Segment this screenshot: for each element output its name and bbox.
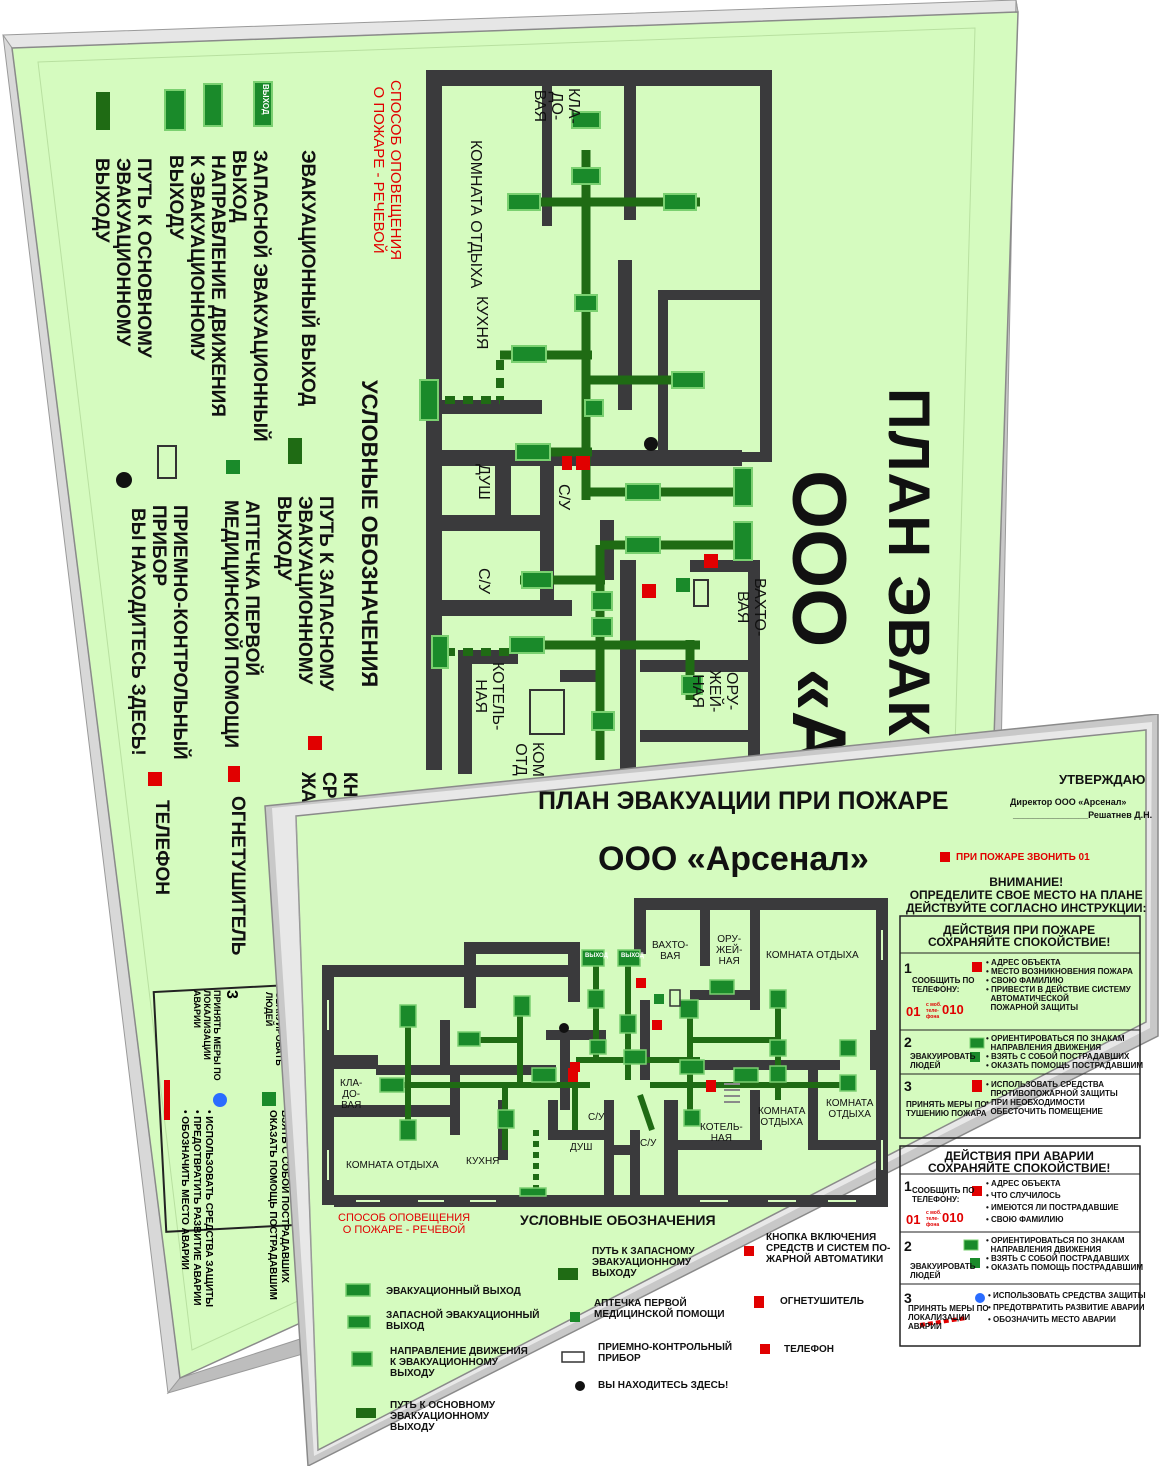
legend-main-path: ПУТЬ К ОСНОВНОМУ ЭВАКУАЦИОННОМУ ВЫХОДУ — [390, 1400, 496, 1433]
legend-exit: ЭВАКУАЦИОННЫЙ ВЫХОД — [386, 1286, 521, 1297]
back-signs — [419, 111, 753, 735]
room-komnata-top: КОМНАТА ОТДЫХА — [766, 950, 859, 961]
room-su1: С/У — [588, 1112, 605, 1123]
room-kladovaya: КЛА- ДО- ВАЯ — [340, 1078, 363, 1111]
room-oruzheynaya: ОРУ- ЖЕЙ- НАЯ — [716, 934, 743, 967]
room-su2: С/У — [640, 1138, 657, 1149]
legend-you-are-here: ВЫ НАХОДИТЕСЬ ЗДЕСЬ! — [598, 1380, 729, 1391]
director-name: _______________Решатнев Д.Н. — [1013, 810, 1153, 820]
accident-step1-label: СООБЩИТЬ ПО ТЕЛЕФОНУ: — [912, 1186, 975, 1204]
accident-num-01: 01 — [906, 1212, 921, 1227]
front-title-line2: ООО «Арсенал» — [598, 840, 869, 878]
fire-num-010: 010 — [942, 1002, 964, 1017]
front-plate-frame — [264, 714, 1159, 1466]
legend-phone: ТЕЛЕФОН — [784, 1344, 834, 1355]
legend-first-aid: АПТЕЧКА ПЕРВОЙ МЕДИЦИНСКОЙ ПОМОЩИ — [594, 1298, 725, 1320]
front-title-line1: ПЛАН ЭВАКУАЦИИ ПРИ ПОЖАРЕ — [538, 787, 949, 815]
fire-step1-number: 1 — [904, 960, 912, 976]
back-spare-route — [445, 360, 510, 656]
room-komnata-b2: КОМНАТА ОТДЫХА — [826, 1098, 874, 1120]
front-exit-label-2: ВЫХОД — [621, 953, 644, 959]
fire-step3-label: ПРИНЯТЬ МЕРЫ ПО ТУШЕНИЮ ПОЖАРА — [906, 1100, 987, 1118]
call-fire-text: ПРИ ПОЖАРЕ ЗВОНИТЬ 01 — [956, 852, 1090, 863]
accident-step1-items: • АДРЕС ОБЪЕКТА • ЧТО СЛУЧИЛОСЬ • ИМЕЮТС… — [986, 1179, 1119, 1224]
legend-control: ПРИЕМНО-КОНТРОЛЬНЫЙ ПРИБОР — [598, 1342, 733, 1364]
accident-box-heading: ДЕЙСТВИЯ ПРИ АВАРИИ СОХРАНЯЙТЕ СПОКОЙСТВ… — [928, 1149, 1111, 1175]
attention-text: ВНИМАНИЕ! ОПРЕДЕЛИТЕ СВОЕ МЕСТО НА ПЛАНЕ… — [906, 875, 1147, 915]
accident-step3-number: 3 — [904, 1290, 912, 1306]
accident-num-mob: с моб. теле- фона — [926, 1210, 942, 1228]
accident-step3-label: ПРИНЯТЬ МЕРЫ ПО ЛОКАЛИЗАЦИИ АВАРИИ — [908, 1304, 989, 1331]
fire-step2-number: 2 — [904, 1034, 912, 1050]
room-komnata-bl: КОМНАТА ОТДЫХА — [346, 1160, 439, 1171]
front-legend-icons — [345, 852, 950, 1418]
front-exit-label-1: ВЫХОД — [585, 953, 608, 959]
accident-step2-number: 2 — [904, 1238, 912, 1254]
back-legend-icons — [96, 81, 322, 786]
front-signs — [379, 949, 857, 1197]
fire-step1-items: • АДРЕС ОБЪЕКТА • МЕСТО ВОЗНИКНОВЕНИЯ ПО… — [986, 958, 1133, 1012]
accident-step2-items: • ОРИЕНТИРОВАТЬСЯ ПО ЗНАКАМ НАПРАВЛЕНИЯ … — [986, 1236, 1143, 1272]
approve-label: УТВЕРЖДАЮ — [1059, 772, 1146, 787]
room-kukhnya: КУХНЯ — [466, 1156, 500, 1167]
front-legend-heading: УСЛОВНЫЕ ОБОЗНАЧЕНИЯ — [520, 1212, 716, 1228]
legend-spare-exit: ЗАПАСНОЙ ЭВАКУАЦИОННЫЙ ВЫХОД — [386, 1310, 540, 1332]
front-stairs — [724, 1083, 740, 1103]
room-komnata-b1: КОМНАТА ОТДЫХА — [758, 1106, 806, 1128]
legend-direction: НАПРАВЛЕНИЕ ДВИЖЕНИЯ К ЭВАКУАЦИОННОМУ ВЫ… — [390, 1346, 528, 1379]
accident-step3-items: • ИСПОЛЬЗОВАТЬ СРЕДСТВА ЗАЩИТЫ • ПРЕДОТВ… — [988, 1291, 1146, 1324]
front-floor-plan — [322, 898, 888, 1207]
fire-num-01: 01 — [906, 1004, 921, 1019]
director-label: Директор ООО «Арсенал» — [1010, 797, 1127, 807]
accident-step2-label: ЭВАКУИРОВАТЬ ЛЮДЕЙ — [910, 1262, 976, 1280]
fire-step3-items: • ИСПОЛЬЗОВАТЬ СРЕДСТВА ПРОТИВОПОЖАРНОЙ … — [986, 1080, 1118, 1116]
accident-num-010: 010 — [942, 1210, 964, 1225]
fire-step3-number: 3 — [904, 1078, 912, 1094]
accident-step1-number: 1 — [904, 1178, 912, 1194]
front-red-signs — [568, 978, 716, 1092]
fire-box-heading: ДЕЙСТВИЯ ПРИ ПОЖАРЕ СОХРАНЯЙТЕ СПОКОЙСТВ… — [928, 923, 1111, 949]
fire-step1-label: СООБЩИТЬ ПО ТЕЛЕФОНУ: — [912, 976, 975, 994]
room-dush: ДУШ — [570, 1142, 593, 1153]
room-vakhtovaya: ВАХТО- ВАЯ — [652, 940, 689, 962]
room-kotelnaya: КОТЕЛЬ- НАЯ — [700, 1122, 743, 1144]
front-windows — [327, 930, 883, 1202]
legend-extinguisher: ОГНЕТУШИТЕЛЬ — [780, 1296, 864, 1307]
legend-button: КНОПКА ВКЛЮЧЕНИЯ СРЕДСТВ И СИСТЕМ ПО- ЖА… — [766, 1232, 891, 1265]
fire-num-mob: с моб. теле- фона — [926, 1002, 942, 1020]
fire-step2-label: ЭВАКУИРОВАТЬ ЛЮДЕЙ — [910, 1052, 976, 1070]
legend-spare-path: ПУТЬ К ЗАПАСНОМУ ЭВАКУАЦИОННОМУ ВЫХОДУ — [592, 1246, 695, 1279]
fire-step2-items: • ОРИЕНТИРОВАТЬСЯ ПО ЗНАКАМ НАПРАВЛЕНИЯ … — [986, 1034, 1143, 1070]
front-notify-method: СПОСОБ ОПОВЕЩЕНИЯ О ПОЖАРЕ - РЕЧЕВОЙ — [338, 1212, 471, 1236]
